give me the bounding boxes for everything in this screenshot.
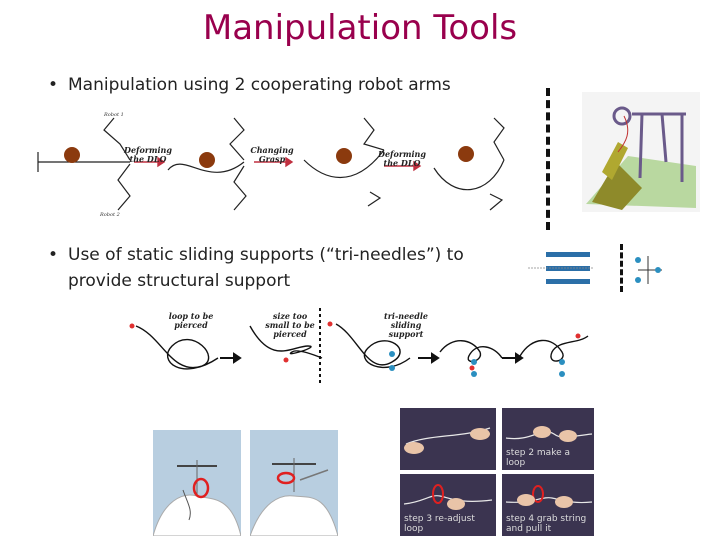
knot-tying-diagram xyxy=(129,308,589,384)
slide-title: Manipulation Tools xyxy=(202,8,518,48)
robot-arm-sequence-diagram xyxy=(37,117,505,211)
photo-hands-2 xyxy=(250,430,338,536)
sliding-support-icon xyxy=(528,252,594,284)
robot2-arm-stage-3 xyxy=(367,191,382,207)
robot2-arm-stage-2 xyxy=(233,165,247,211)
robot-arm-base xyxy=(592,162,642,210)
photo-step-3: step 3 re-adjust loop xyxy=(400,474,496,536)
bullet-1-text: Manipulation using 2 cooperating robot a… xyxy=(68,75,451,95)
photo-hands-1 xyxy=(153,430,241,536)
bullet-2-text: Use of static sliding supports (“tri-nee… xyxy=(68,245,464,291)
tri-needle-icon xyxy=(635,256,662,284)
loop-label: loop to be pierced xyxy=(168,311,214,330)
step-arrow-3-head xyxy=(413,160,422,172)
rope-stage-3 xyxy=(303,149,385,178)
step-arrow-2-head xyxy=(285,156,294,168)
dashed-separator xyxy=(546,88,550,230)
bullet-dot: • xyxy=(48,75,59,95)
robot1-arm-stage-1 xyxy=(103,117,131,161)
ball-obstacle-4 xyxy=(458,146,474,162)
rope-loop-1 xyxy=(135,325,219,370)
ball-obstacle-3 xyxy=(336,148,352,164)
rope-stage-2 xyxy=(167,161,245,173)
step-label-2: Changing Grasp xyxy=(250,145,294,164)
robot1-arm-stage-3 xyxy=(363,117,385,151)
robot-render-image xyxy=(582,92,700,212)
rope-loop-4 xyxy=(439,340,503,362)
photo-step-4: step 4 grab string and pull it xyxy=(502,474,594,536)
bullet-dot: • xyxy=(48,245,59,265)
photo-step-1 xyxy=(400,408,496,470)
photo-step-2: step 2 make a loop xyxy=(502,408,594,470)
size-too-small-label: size too small to be pierced xyxy=(265,311,315,339)
dashed-separator-small xyxy=(620,244,623,292)
step2-caption: step 2 make a loop xyxy=(506,448,571,468)
loop-ring xyxy=(612,106,632,126)
robot2-label: Robot 2 xyxy=(100,212,120,218)
step-arrow-1-head xyxy=(157,156,166,168)
rope-loop-3 xyxy=(335,323,411,369)
rope-stage-4 xyxy=(433,159,505,191)
robot2-arm-stage-1 xyxy=(117,163,131,211)
ball-obstacle-2 xyxy=(199,152,215,168)
ball-obstacle-1 xyxy=(64,147,80,163)
step3-caption: step 3 re-adjust loop xyxy=(404,514,475,534)
rope-loop-5 xyxy=(519,335,589,362)
robot1-arm-stage-4 xyxy=(493,117,505,161)
bullet-1: • Manipulation using 2 cooperating robot… xyxy=(48,72,518,98)
robot1-arm-stage-2 xyxy=(229,117,245,161)
robot1-label: Robot 1 xyxy=(104,112,124,118)
rope-loop-2 xyxy=(249,325,323,359)
robot2-arm-stage-4 xyxy=(489,193,504,211)
step-label-1: Deforming the DLO xyxy=(124,145,172,164)
bullet-2: • Use of static sliding supports (“tri-n… xyxy=(48,242,528,294)
tri-needle-label: tri-needle sliding support xyxy=(384,311,428,339)
step4-caption: step 4 grab string and pull it xyxy=(506,514,587,534)
step-label-3: Deforming the DLO xyxy=(378,149,426,168)
